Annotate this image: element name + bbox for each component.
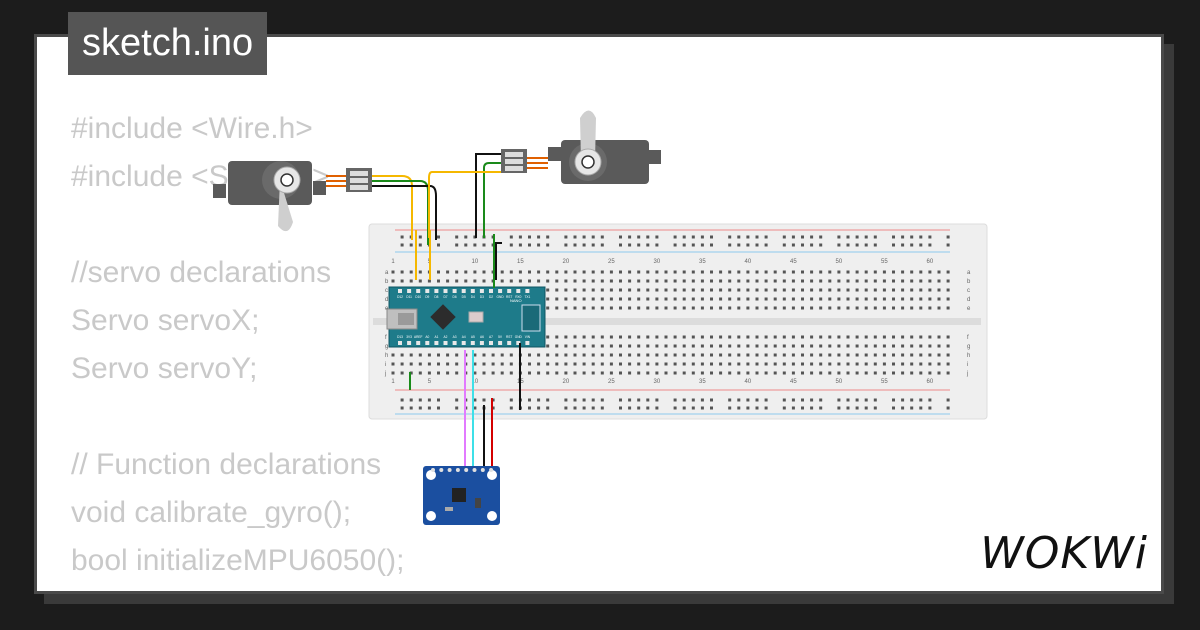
row-letter: d	[967, 297, 970, 303]
nano-pin-label: RST	[506, 295, 512, 299]
column-number: 25	[608, 259, 615, 265]
nano-pin-label: RX0	[515, 295, 521, 299]
column-number: 60	[927, 259, 934, 265]
column-number: 10	[472, 379, 479, 385]
column-number: 45	[790, 379, 797, 385]
nano-pin-label: D7	[443, 295, 447, 299]
column-number: 50	[836, 259, 843, 265]
row-letter: h	[967, 353, 970, 359]
nano-pin-label: D4	[471, 295, 475, 299]
nano-pin-label: VIN	[525, 335, 531, 339]
row-letter: j	[966, 371, 968, 377]
row-letter: b	[967, 279, 971, 285]
nano-pin-label: 3V3	[406, 335, 412, 339]
row-letter: d	[385, 297, 388, 303]
nano-pin-label: D5	[462, 295, 466, 299]
row-letter: e	[967, 306, 971, 312]
wires[interactable]	[372, 153, 521, 470]
nano-pin-label: A3	[453, 335, 457, 339]
nano-pin-label: D9	[425, 295, 429, 299]
row-letter: i	[967, 362, 968, 368]
nano-pin-label: A0	[425, 335, 429, 339]
servo-right[interactable]	[501, 110, 661, 185]
column-number: 45	[790, 259, 797, 265]
column-number: 50	[836, 379, 843, 385]
nano-pin-label: D11	[406, 295, 412, 299]
row-letter: f	[385, 335, 387, 341]
row-letter: b	[385, 279, 389, 285]
column-number: 40	[745, 259, 752, 265]
file-name-tab[interactable]: sketch.ino	[68, 12, 268, 75]
column-number: 5	[428, 379, 432, 385]
row-letter: a	[385, 270, 389, 276]
row-letter: i	[385, 362, 386, 368]
nano-pin-label: RST	[506, 335, 512, 339]
nano-pin-label: GND	[497, 295, 505, 299]
row-letter: j	[384, 371, 386, 377]
column-number: 1	[391, 379, 395, 385]
nano-pin-label: A2	[444, 335, 448, 339]
nano-pin-label: A4	[462, 335, 466, 339]
column-number: 10	[472, 259, 479, 265]
nano-pin-label: D3	[480, 295, 484, 299]
nano-pin-label: 5V	[498, 335, 503, 339]
column-number: 40	[745, 379, 752, 385]
nano-pin-label: A7	[489, 335, 493, 339]
row-letter: g	[385, 344, 388, 350]
code-line: void calibrate_gyro();	[71, 496, 352, 529]
column-number: 35	[699, 259, 706, 265]
breadboard[interactable]: 1155101015152020252530303535404045455050…	[368, 223, 988, 420]
mpu6050-pins	[431, 468, 494, 472]
column-number: 1	[391, 259, 395, 265]
column-number: 35	[699, 379, 706, 385]
breadboard-row-letters: aabbccddeeffgghhiijj	[384, 270, 971, 377]
row-letter: a	[967, 270, 971, 276]
nano-pin-label: A5	[471, 335, 475, 339]
nano-pin-label: D13	[397, 335, 403, 339]
nano-pin-label: D12	[397, 295, 403, 299]
row-letter: c	[385, 288, 388, 294]
column-number: 55	[881, 259, 888, 265]
column-number: 20	[563, 259, 570, 265]
column-number: 30	[654, 259, 661, 265]
code-line: //servo declarations	[71, 256, 332, 289]
servo-left[interactable]	[213, 161, 372, 232]
nano-pin-label: TX1	[524, 295, 530, 299]
nano-pin-label: AREF	[414, 335, 423, 339]
column-number: 60	[927, 379, 934, 385]
column-number: 15	[517, 259, 524, 265]
code-line: #include <Wire.h>	[71, 112, 313, 145]
column-number: 55	[881, 379, 888, 385]
breadboard-holes	[391, 235, 950, 410]
code-line: bool initializeMPU6050();	[71, 544, 405, 577]
nano-pin-label: GND	[515, 335, 523, 339]
microcontroller-chip	[430, 304, 456, 330]
row-letter: c	[967, 288, 970, 294]
nano-pin-label: D8	[434, 295, 438, 299]
row-letter: h	[385, 353, 388, 359]
nano-pin-label: A6	[480, 335, 484, 339]
nano-pin-label: A1	[434, 335, 438, 339]
code-line: Servo servoY;	[71, 352, 258, 385]
code-line: Servo servoX;	[71, 304, 260, 337]
column-number: 30	[654, 379, 661, 385]
nano-pin-label: D10	[415, 295, 421, 299]
nano-pin-label: D2	[489, 295, 493, 299]
nano-pin-label: D6	[453, 295, 457, 299]
mpu6050-module[interactable]	[423, 466, 500, 525]
nano-label: NANO	[510, 298, 522, 303]
wokwi-logo: WOKWi	[980, 528, 1148, 579]
column-number: 25	[608, 379, 615, 385]
row-letter: g	[967, 344, 970, 350]
code-line: // Function declarations	[71, 448, 382, 481]
column-number: 20	[563, 379, 570, 385]
row-letter: f	[967, 335, 969, 341]
